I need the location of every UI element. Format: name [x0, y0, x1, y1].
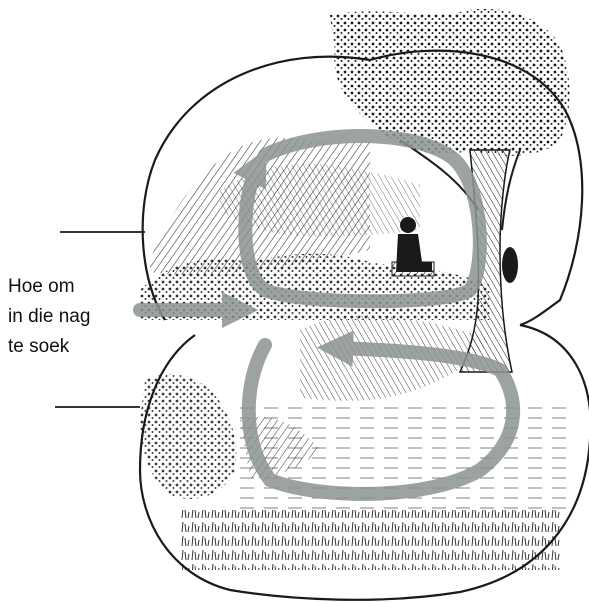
horizon-hills — [150, 138, 420, 275]
caption-line-2: in die nag — [8, 302, 148, 332]
caption-line-3: te soek — [8, 332, 148, 362]
caption-line-1: Hoe om — [8, 272, 148, 302]
caption-hoe-om-in-die-nag-te-soek: Hoe om in die nag te soek — [8, 272, 148, 362]
